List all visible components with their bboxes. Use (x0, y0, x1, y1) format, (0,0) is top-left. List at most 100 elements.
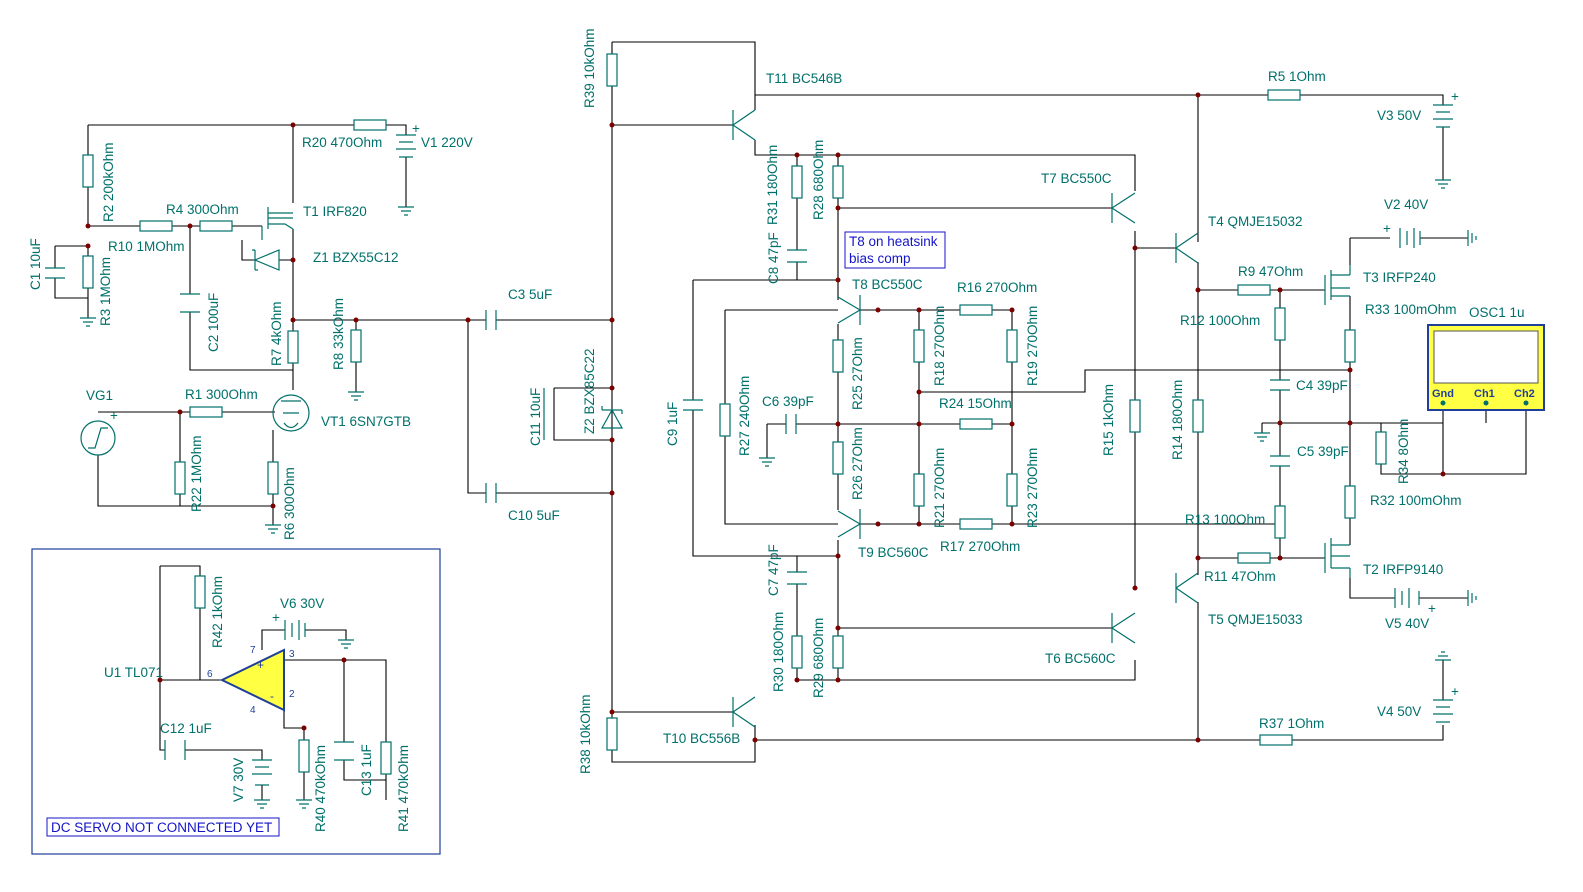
resistor-r31[interactable] (791, 165, 803, 199)
svg-text:+: + (1383, 221, 1391, 236)
label-c8: C8 47pF (766, 232, 781, 284)
resistor-r37[interactable] (1259, 734, 1293, 746)
resistor-r17[interactable] (959, 518, 993, 530)
capacitor-c1[interactable] (45, 267, 65, 279)
resistor-r11[interactable] (1237, 552, 1271, 564)
opamp-u1[interactable] (219, 648, 285, 712)
resistor-r8[interactable] (350, 329, 362, 363)
resistor-r23[interactable] (1006, 473, 1018, 507)
label-r8: R8 33kOhm (331, 298, 346, 370)
mosfet-t1[interactable] (261, 207, 294, 240)
tube-vt1[interactable] (272, 394, 310, 432)
label-c2: C2 100uF (206, 293, 221, 352)
bjt-t10[interactable] (732, 696, 756, 728)
bjt-t7[interactable] (1111, 192, 1136, 224)
capacitor-c6[interactable] (785, 414, 797, 434)
battery-v2[interactable] (1399, 228, 1421, 248)
battery-v4[interactable] (1433, 699, 1453, 723)
resistor-r5[interactable] (1267, 89, 1301, 101)
battery-v1[interactable] (396, 134, 416, 158)
resistor-r18[interactable] (913, 329, 925, 363)
resistor-r40[interactable] (298, 739, 310, 773)
resistor-r34[interactable] (1375, 431, 1387, 465)
svg-text:-: - (270, 689, 274, 703)
label-c4: C4 39pF (1296, 378, 1348, 393)
battery-v3[interactable] (1433, 104, 1453, 128)
resistor-r13[interactable] (1274, 505, 1286, 539)
resistor-r10[interactable] (139, 220, 173, 232)
resistor-r21[interactable] (913, 473, 925, 507)
bjt-t5[interactable] (1175, 572, 1199, 604)
resistor-r12[interactable] (1274, 307, 1286, 341)
bjt-t8[interactable] (837, 295, 861, 325)
label-r5: R5 1Ohm (1268, 69, 1326, 84)
resistor-r3[interactable] (82, 255, 94, 289)
label-r29: R29 680Ohm (811, 618, 826, 698)
resistor-r1[interactable] (189, 406, 223, 418)
oscilloscope-osc1[interactable]: Gnd Ch1 Ch2 (1427, 324, 1545, 411)
svg-text:+: + (1451, 684, 1459, 699)
resistor-r2[interactable] (82, 154, 94, 188)
resistor-r41[interactable] (380, 741, 392, 775)
capacitor-c5[interactable] (1270, 455, 1290, 467)
resistor-r28[interactable] (832, 165, 844, 199)
label-vg1: VG1 (86, 388, 113, 403)
resistor-r4[interactable] (199, 220, 233, 232)
capacitor-c8[interactable] (787, 249, 807, 263)
bjt-t11[interactable] (732, 109, 756, 141)
resistor-r14[interactable] (1192, 399, 1204, 433)
mosfet-t3[interactable] (1324, 265, 1351, 305)
ground-icon (254, 799, 270, 809)
resistor-r9[interactable] (1237, 284, 1271, 296)
bjt-t6[interactable] (1111, 612, 1136, 644)
label-t6: T6 BC560C (1045, 651, 1116, 666)
resistor-r32[interactable] (1344, 485, 1356, 519)
resistor-r22[interactable] (174, 461, 186, 495)
resistor-r15[interactable] (1129, 399, 1141, 433)
resistor-r6[interactable] (267, 461, 279, 495)
resistor-r29[interactable] (832, 635, 844, 669)
component-labels: T11 BC546B R5 1Ohm V3 50V R20 470Ohm V1 … (28, 28, 1525, 832)
label-c3: C3 5uF (508, 287, 552, 302)
capacitor-c10[interactable] (485, 483, 497, 503)
battery-v6[interactable] (284, 620, 306, 640)
resistor-r20[interactable] (353, 119, 387, 131)
label-r15: R15 1kOhm (1101, 384, 1116, 456)
battery-v7[interactable] (252, 759, 272, 786)
resistor-r39[interactable] (606, 53, 618, 87)
label-v7: V7 30V (231, 758, 246, 802)
bjt-t9[interactable] (837, 509, 861, 539)
resistor-r26[interactable] (832, 441, 844, 475)
resistor-r30[interactable] (791, 635, 803, 669)
resistor-r24[interactable] (959, 418, 993, 430)
capacitor-c7[interactable] (787, 571, 807, 585)
svg-text:+: + (272, 610, 280, 625)
signal-generator-vg1[interactable] (80, 420, 116, 456)
capacitor-c3[interactable] (485, 310, 497, 330)
capacitor-c2[interactable] (180, 293, 200, 313)
svg-text:DC SERVO NOT CONNECTED YET: DC SERVO NOT CONNECTED YET (51, 820, 272, 835)
battery-v5[interactable] (1394, 588, 1420, 608)
resistor-r42[interactable] (194, 575, 206, 609)
resistor-r33[interactable] (1344, 329, 1356, 363)
capacitor-c4[interactable] (1270, 379, 1290, 391)
resistor-r19[interactable] (1006, 329, 1018, 363)
zener-diode-z1[interactable] (252, 249, 280, 271)
label-r12: R12 100Ohm (1180, 313, 1260, 328)
resistor-r16[interactable] (959, 304, 993, 316)
resistor-r27[interactable] (719, 403, 731, 437)
ground-icon (759, 457, 775, 467)
bjt-t4[interactable] (1175, 232, 1199, 264)
capacitor-c12[interactable] (164, 740, 186, 760)
svg-text:6: 6 (207, 669, 213, 680)
resistor-r38[interactable] (606, 717, 618, 751)
sources (80, 104, 1453, 786)
label-t1: T1 IRF820 (303, 204, 367, 219)
label-r14: R14 180Ohm (1170, 380, 1185, 460)
capacitor-c13[interactable] (334, 741, 354, 761)
resistor-r7[interactable] (287, 330, 299, 364)
resistor-r25[interactable] (832, 339, 844, 373)
mosfet-t2[interactable] (1324, 538, 1351, 578)
capacitor-c9[interactable] (683, 399, 703, 411)
zener-diode-z2[interactable] (600, 406, 624, 429)
